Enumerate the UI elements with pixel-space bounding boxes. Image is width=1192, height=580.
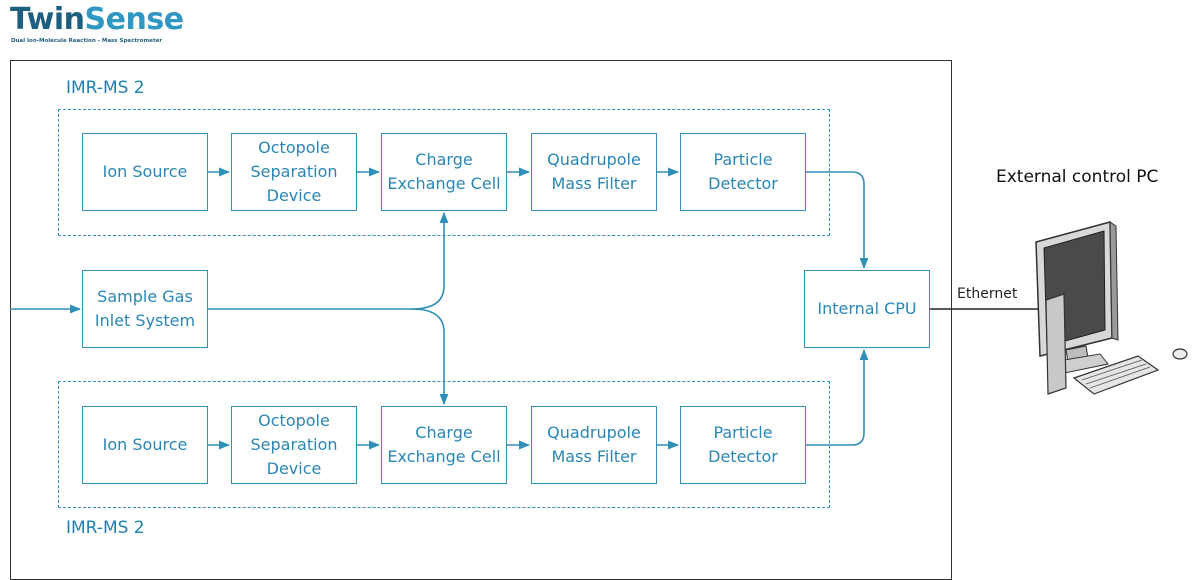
ethernet-label: Ethernet: [957, 286, 1018, 302]
sample-gas-inlet-system: Sample Gas Inlet System: [82, 270, 208, 348]
octopole-separation-bottom: Octopole Separation Device: [231, 406, 357, 484]
ion-source-top: Ion Source: [82, 133, 208, 211]
charge-exchange-cell-bottom: Charge Exchange Cell: [381, 406, 507, 484]
wire-gas-to-bottom-cell: [411, 308, 449, 406]
ion-source-bottom: Ion Source: [82, 406, 208, 484]
particle-detector-bottom: Particle Detector: [680, 406, 806, 484]
group-label-top: IMR-MS 2: [66, 78, 145, 98]
wire-gas-to-top-cell: [208, 211, 449, 310]
octopole-separation-top: Octopole Separation Device: [231, 133, 357, 211]
logo-title: TwinSense: [10, 2, 184, 38]
quadrupole-mass-filter-top: Quadrupole Mass Filter: [531, 133, 657, 211]
quadrupole-mass-filter-bottom: Quadrupole Mass Filter: [531, 406, 657, 484]
connector-layer: [10, 167, 1188, 450]
computer-icon: [1035, 221, 1188, 395]
wire-detector-bottom-to-cpu: [806, 348, 869, 446]
charge-exchange-cell-top: Charge Exchange Cell: [381, 133, 507, 211]
internal-cpu: Internal CPU: [804, 270, 930, 348]
logo-title-part2: Sense: [84, 2, 185, 37]
particle-detector-top: Particle Detector: [680, 133, 806, 211]
external-pc-label: External control PC: [996, 167, 1159, 187]
logo-title-part1: Twin: [10, 2, 85, 37]
logo-subtitle: Dual Ion-Molecule Reaction - Mass Spectr…: [11, 38, 163, 44]
wire-detector-top-to-cpu: [806, 171, 869, 270]
group-label-bottom: IMR-MS 2: [66, 518, 145, 538]
